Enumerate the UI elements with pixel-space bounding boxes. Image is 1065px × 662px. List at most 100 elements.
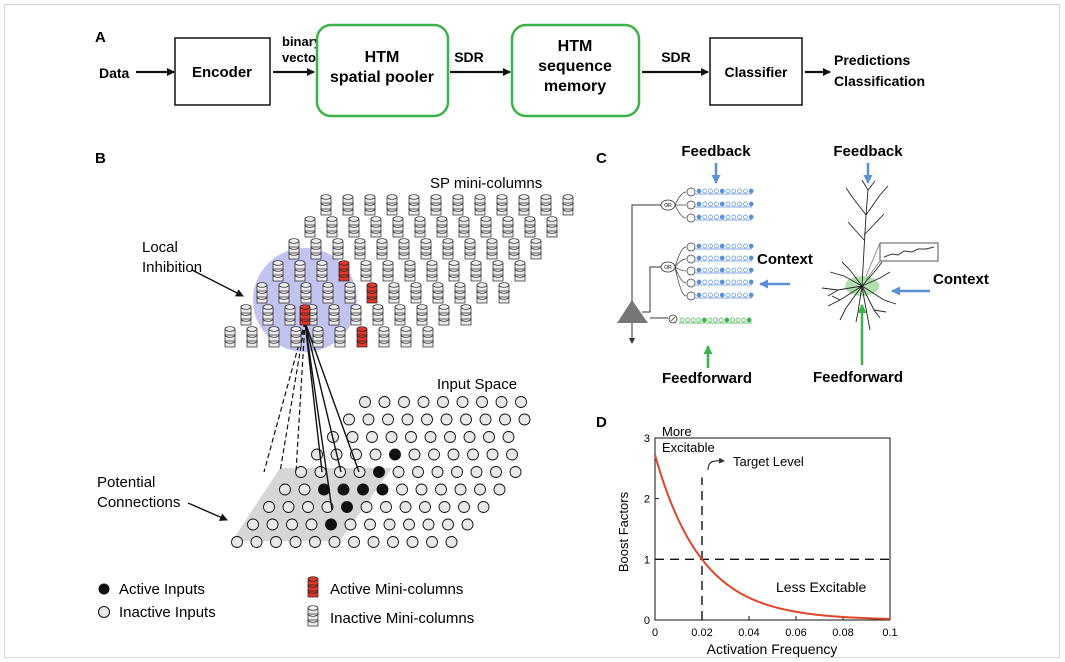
panel-c-label: C bbox=[596, 150, 607, 167]
input-bit bbox=[474, 483, 486, 496]
sp-label-line2: spatial pooler bbox=[330, 69, 434, 86]
column-disc-top bbox=[518, 194, 530, 200]
column-disc-top bbox=[278, 282, 290, 288]
column-disc-top bbox=[372, 304, 384, 310]
input-bit bbox=[486, 448, 499, 461]
input-bit bbox=[438, 501, 451, 513]
local-inhibition-line2: Inhibition bbox=[142, 259, 202, 276]
neuron-branch bbox=[861, 179, 869, 191]
synapse bbox=[748, 292, 754, 298]
mini-column bbox=[404, 260, 416, 282]
synapse bbox=[725, 279, 731, 285]
column-disc-top bbox=[378, 326, 390, 332]
mini-column bbox=[240, 304, 252, 326]
input-bit bbox=[502, 431, 515, 443]
mini-column bbox=[316, 260, 328, 282]
segment-branch bbox=[674, 258, 687, 268]
input-bit bbox=[286, 518, 298, 531]
neuron-branch bbox=[861, 285, 871, 331]
mini-column bbox=[442, 238, 454, 260]
mini-column bbox=[514, 260, 526, 282]
mini-column bbox=[370, 216, 382, 238]
mini-column bbox=[492, 260, 504, 282]
input-bit bbox=[408, 448, 421, 461]
mini-column bbox=[320, 194, 332, 216]
x-tick-label: 0.06 bbox=[785, 627, 806, 639]
synapse bbox=[737, 188, 742, 194]
context-left-label: Context bbox=[757, 251, 813, 268]
input-bit-active bbox=[341, 501, 353, 513]
mini-columns-grid bbox=[224, 194, 574, 348]
mini-column bbox=[284, 304, 296, 326]
legend-inactive-column-icon bbox=[307, 605, 319, 627]
synapse bbox=[708, 292, 713, 298]
mini-column bbox=[290, 326, 302, 348]
mini-column bbox=[474, 194, 486, 216]
boost-curve bbox=[654, 454, 891, 620]
mini-column bbox=[332, 238, 344, 260]
synapse bbox=[719, 292, 725, 298]
mini-column bbox=[502, 216, 514, 238]
neuron-branch bbox=[831, 295, 841, 301]
input-bit bbox=[477, 501, 490, 513]
column-disc-top bbox=[388, 282, 400, 288]
mini-column bbox=[294, 260, 306, 282]
column-disc-top bbox=[300, 282, 312, 288]
input-bit bbox=[442, 518, 454, 531]
synapse bbox=[743, 255, 748, 261]
column-disc-top bbox=[460, 304, 472, 310]
synapse bbox=[685, 317, 690, 323]
synapse bbox=[741, 317, 746, 323]
input-bit bbox=[403, 518, 415, 531]
x-axis-label: Activation Frequency bbox=[707, 641, 838, 657]
data-label: Data bbox=[99, 65, 130, 81]
input-bit bbox=[289, 536, 302, 548]
mini-column bbox=[394, 304, 406, 326]
synapse bbox=[714, 243, 719, 249]
mini-column bbox=[508, 238, 520, 260]
mini-column bbox=[430, 194, 442, 216]
synapse bbox=[696, 214, 702, 220]
synapse bbox=[743, 279, 748, 285]
synapse bbox=[743, 188, 748, 194]
synapse bbox=[743, 201, 748, 207]
sdr-label-1: SDR bbox=[454, 49, 484, 65]
column-disc-top bbox=[416, 304, 428, 310]
synapse bbox=[702, 279, 708, 285]
mini-column bbox=[410, 282, 422, 304]
input-bit bbox=[426, 536, 438, 548]
synapse bbox=[702, 188, 708, 194]
synapse bbox=[731, 292, 737, 298]
column-disc-top bbox=[307, 576, 319, 582]
feedback-left-label: Feedback bbox=[681, 143, 751, 160]
column-disc-top bbox=[268, 326, 280, 332]
synapse bbox=[719, 255, 725, 261]
feedback-right-label: Feedback bbox=[833, 143, 903, 160]
legend-inactive-column-swatch bbox=[307, 605, 319, 627]
segment-branch bbox=[674, 266, 687, 272]
mini-column bbox=[464, 238, 476, 260]
synapse bbox=[731, 201, 737, 207]
mini-column bbox=[272, 260, 284, 282]
column-disc-top bbox=[430, 194, 442, 200]
input-bit bbox=[493, 483, 506, 496]
column-disc-top bbox=[356, 326, 368, 332]
input-bit-active bbox=[325, 518, 337, 531]
encoder-label: Encoder bbox=[192, 64, 252, 81]
input-bit bbox=[470, 466, 483, 478]
potential-connections-line1: Potential bbox=[97, 474, 155, 491]
input-bit bbox=[399, 501, 412, 513]
legend-active-inputs: Active Inputs bbox=[119, 581, 205, 598]
input-bit bbox=[515, 396, 527, 408]
column-disc-top bbox=[540, 194, 552, 200]
input-bit bbox=[406, 536, 419, 548]
column-disc-top bbox=[498, 282, 510, 288]
column-disc-top bbox=[392, 216, 404, 222]
mini-column bbox=[530, 238, 542, 260]
synapse bbox=[748, 214, 754, 220]
input-bit bbox=[305, 518, 318, 531]
input-space-grid bbox=[231, 396, 531, 548]
synapse bbox=[708, 188, 713, 194]
synapse bbox=[696, 243, 702, 249]
mini-column bbox=[322, 282, 334, 304]
